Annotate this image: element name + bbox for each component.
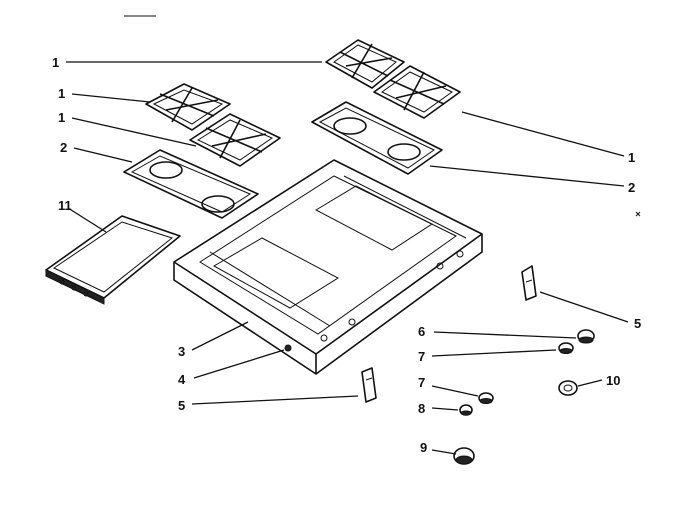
leader-lines [66, 61, 629, 455]
fitting-7-lower [478, 392, 494, 404]
callout-5-left: 5 [178, 398, 185, 413]
callout-2-right: 2 [628, 180, 635, 195]
glass-panel [45, 215, 181, 305]
grate-upper-left-1 [145, 83, 231, 131]
callout-1-right: 1 [628, 150, 635, 165]
print-mark [635, 211, 641, 217]
callout-11: 11 [58, 198, 72, 213]
bracket-lower [361, 367, 377, 403]
grate-top-right-right [373, 65, 461, 119]
bracket-right [521, 265, 537, 301]
callout-1-upper-left: 1 [58, 86, 65, 101]
callout-5-right: 5 [634, 316, 641, 331]
ring-10 [558, 380, 578, 396]
callout-9: 9 [420, 440, 427, 455]
callout-7-lower: 7 [418, 375, 425, 390]
fitting-7-upper [558, 342, 574, 354]
grate-top-right-left [325, 39, 405, 89]
knob-9 [453, 447, 475, 465]
callout-2-left: 2 [60, 140, 67, 155]
cooktop-chassis [173, 159, 483, 375]
callout-6: 6 [418, 324, 425, 339]
grate-upper-left-2 [189, 113, 281, 167]
callout-10: 10 [606, 373, 620, 388]
callout-3: 3 [178, 344, 185, 359]
screw [284, 344, 292, 352]
callout-7-upper: 7 [418, 349, 425, 364]
callout-1-mid-left: 1 [58, 110, 65, 125]
callout-8: 8 [418, 401, 425, 416]
fitting-8 [459, 404, 473, 416]
callout-1-top: 1 [52, 55, 59, 70]
burner-top-right [311, 101, 443, 175]
burner-top-left [123, 149, 259, 219]
fitting-6 [577, 329, 595, 344]
callout-4: 4 [178, 372, 186, 387]
